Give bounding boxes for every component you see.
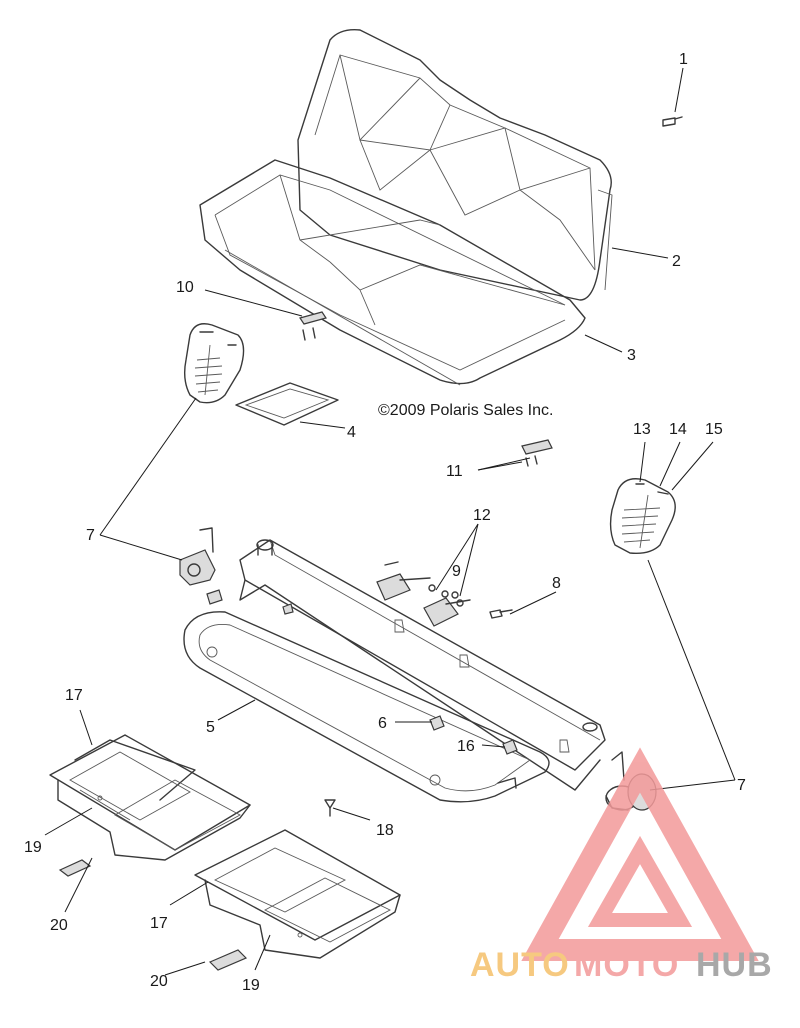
callout-6: 6 — [378, 715, 387, 732]
callout-7-left: 7 — [86, 527, 95, 544]
callout-4: 4 — [347, 424, 356, 441]
callout-labels: 1 2 3 10 4 11 12 9 8 7 7 13 14 15 5 6 16… — [24, 51, 746, 994]
seat-belt-buckles — [376, 561, 471, 627]
callout-19-upper: 19 — [24, 839, 42, 856]
fasteners — [206, 589, 518, 817]
callout-19-lower: 19 — [242, 977, 260, 994]
watermark-moto: MOTO — [574, 946, 679, 984]
automotohub-watermark: AUTO MOTO HUB — [470, 747, 773, 984]
callout-18: 18 — [376, 822, 394, 839]
callout-5: 5 — [206, 719, 215, 736]
watermark-triangle — [521, 747, 759, 961]
storage-tray-lower — [194, 829, 401, 959]
watermark-auto: AUTO — [470, 946, 570, 984]
callout-17-upper: 17 — [65, 687, 83, 704]
leader-lines — [44, 67, 736, 976]
part-1-screw — [662, 116, 683, 127]
callout-16: 16 — [457, 738, 475, 755]
copyright-notice: ©2009 Polaris Sales Inc. — [378, 402, 553, 419]
callout-7-right: 7 — [737, 777, 746, 794]
seat-frame — [183, 539, 606, 803]
callout-8: 8 — [552, 575, 561, 592]
callout-10: 10 — [176, 279, 194, 296]
callout-13: 13 — [633, 421, 651, 438]
callout-3: 3 — [627, 347, 636, 364]
callout-20-lower: 20 — [150, 973, 168, 990]
belt-retractor-left — [179, 527, 216, 586]
part-4-pad — [235, 382, 339, 426]
callout-14: 14 — [669, 421, 687, 438]
seat-backrest — [297, 29, 613, 301]
callout-17-lower: 17 — [150, 915, 168, 932]
callout-1: 1 — [679, 51, 688, 68]
seat-cushion — [199, 159, 586, 386]
storage-tray-upper — [49, 734, 251, 861]
belt-retractor-detail-right — [609, 478, 676, 555]
part-10-latch — [299, 311, 327, 341]
callout-9: 9 — [452, 563, 461, 580]
watermark-hub: HUB — [696, 946, 773, 984]
callout-15: 15 — [705, 421, 723, 438]
watermark-triangle-inner — [587, 835, 693, 927]
decal-labels — [58, 859, 248, 971]
callout-20-upper: 20 — [50, 917, 68, 934]
callout-2: 2 — [672, 253, 681, 270]
part-11-clip — [521, 439, 553, 467]
belt-retractor-detail-left — [183, 323, 245, 404]
callout-12: 12 — [473, 507, 491, 524]
callout-11: 11 — [446, 463, 463, 480]
